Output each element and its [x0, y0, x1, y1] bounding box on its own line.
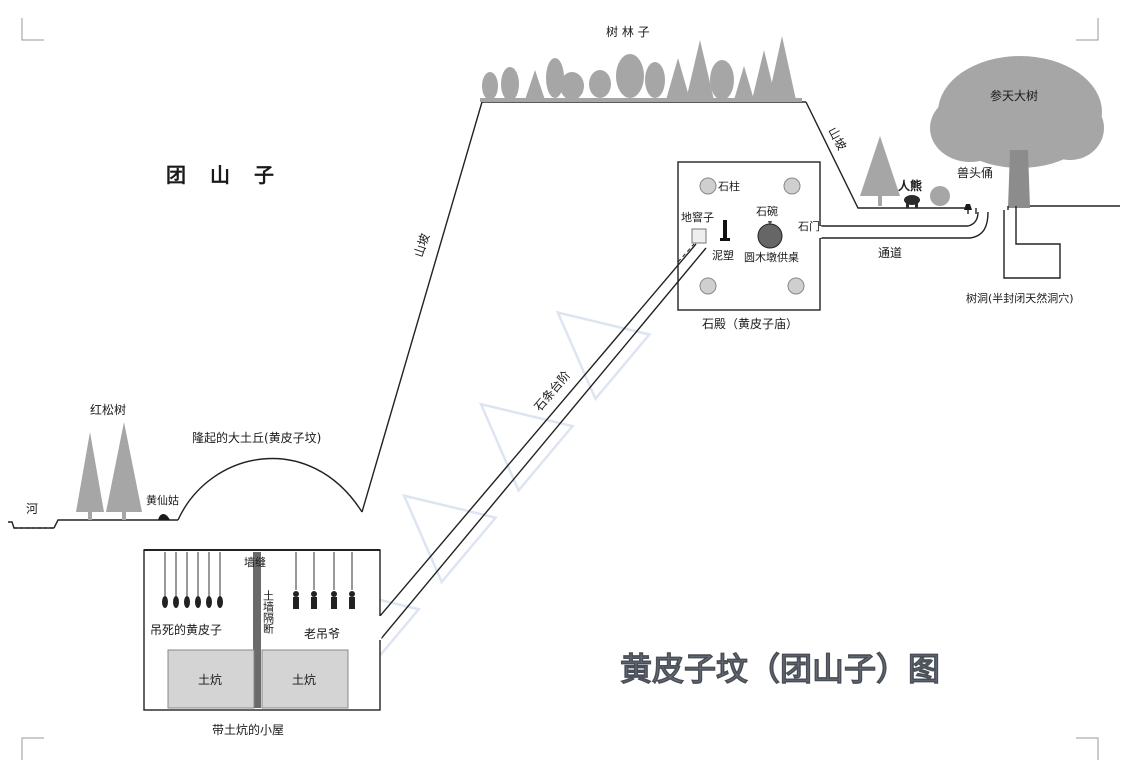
crop-marks	[21, 18, 1099, 760]
earth-tunnel-label: 地窨子	[681, 210, 714, 224]
passage-tunnel	[820, 211, 989, 239]
kang-right-label: 土炕	[292, 672, 316, 687]
river-label: 河	[26, 502, 38, 516]
forest-trees	[480, 36, 802, 102]
kang-left-block	[167, 649, 255, 709]
round-table-label: 圆木墩供桌	[744, 250, 799, 264]
stone-steps	[379, 243, 707, 641]
mound-label: 隆起的大土丘(黄皮子坟)	[192, 430, 321, 445]
kang-left-label: 土炕	[198, 672, 222, 687]
passage-label: 通道	[878, 246, 902, 260]
stone-pillar-label: 石柱	[718, 179, 740, 193]
clay-statue-icon	[720, 220, 730, 241]
tuanshanzi-label: 团 山 子	[166, 163, 276, 187]
earth-wall-divider	[253, 552, 261, 708]
old-hanger-label: 老吊爷	[304, 627, 340, 641]
hanged-weasels-label: 吊死的黄皮子	[150, 622, 222, 637]
bear-label: 人熊	[898, 178, 922, 193]
red-pines	[76, 422, 142, 520]
stone-gate-label: 石门	[798, 219, 820, 233]
red-pine-label: 红松树	[90, 402, 126, 417]
hanged-weasels-group	[164, 552, 221, 596]
stone-gate-label-text: 石门	[798, 219, 820, 233]
old-hanger-ropes	[295, 552, 353, 590]
kang-right-block	[261, 649, 349, 709]
pine-right-slope	[860, 136, 900, 206]
clay-statue-label: 泥塑	[712, 248, 734, 262]
forest-label: 树 林 子	[606, 24, 650, 39]
round-table-icon	[757, 223, 783, 249]
beast-statue-icon	[964, 204, 972, 210]
earth-tunnel-icon	[691, 228, 707, 244]
giant-tree	[930, 56, 1104, 208]
wall-crack-label: 墙缝	[244, 555, 266, 569]
giant-tree-label: 参天大树	[990, 88, 1038, 103]
hut	[143, 549, 382, 711]
beast-statue-label: 兽头俑	[957, 165, 993, 180]
stone-hall	[677, 161, 822, 311]
earth-wall-label-text: 土墙隔断	[262, 590, 275, 635]
bear-icon	[904, 195, 920, 208]
huang-xian-gu-label: 黄仙姑	[146, 493, 179, 507]
earth-wall-label: 土墙隔断	[262, 590, 275, 635]
tree-hole-label: 树洞(半封闭天然洞穴)	[966, 291, 1074, 305]
tree-hole	[967, 206, 1061, 279]
stone-hall-label: 石殿（黄皮子庙）	[702, 317, 798, 331]
old-hanger-icons	[293, 591, 355, 609]
stone-bowl-label: 石碗	[756, 204, 778, 218]
hanged-weasel-icons	[162, 596, 223, 608]
main-title: 黄皮子坟（团山子）图	[620, 650, 940, 688]
hut-label: 带土炕的小屋	[212, 722, 284, 737]
slope-left-label: 山坡	[412, 232, 433, 259]
huang-xian-gu-icon	[158, 514, 170, 520]
